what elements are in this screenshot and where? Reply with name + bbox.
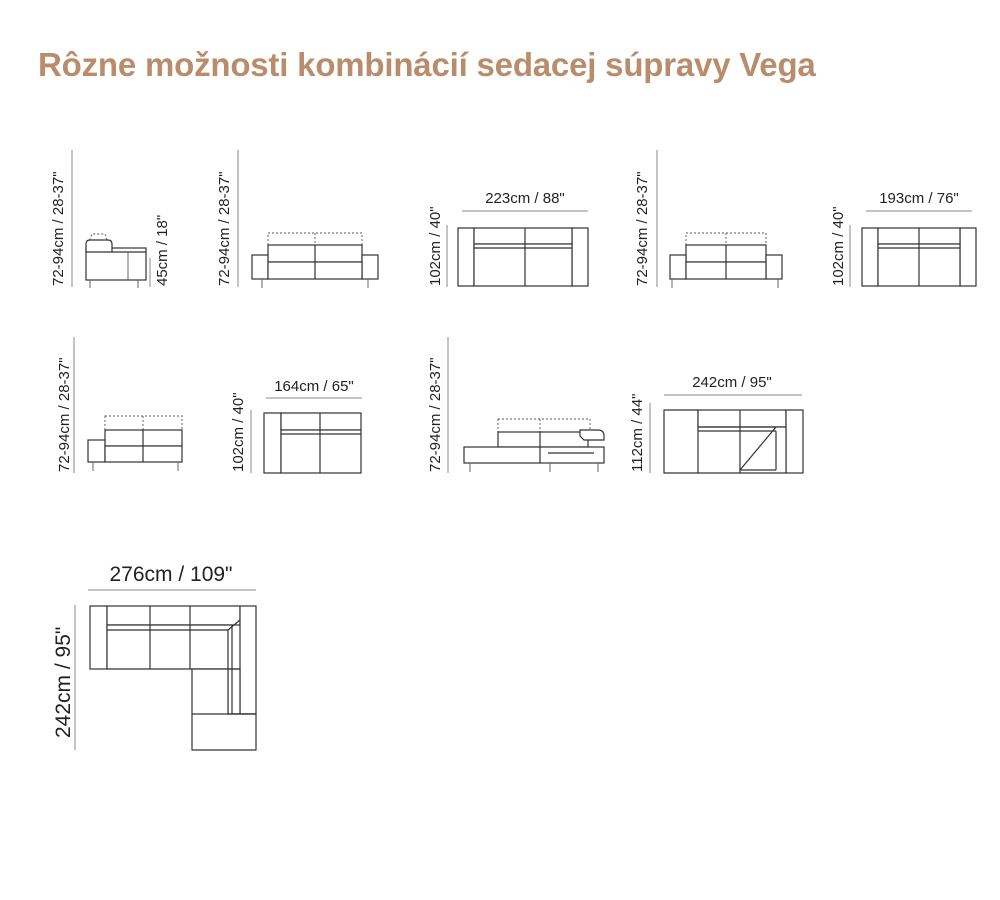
chaise-sofa-front-view: 72-94cm / 28-37" (427, 337, 605, 473)
sofa-193-front-view: 72-94cm / 28-37" (634, 150, 783, 288)
corner-sofa-top-view: 276cm / 109" 242cm / 95" (52, 563, 257, 751)
width-label: 242cm / 95" (692, 374, 772, 391)
depth-label: 102cm / 40" (830, 206, 847, 286)
height-label: 72-94cm / 28-37" (427, 357, 444, 472)
page-title: Rôzne možnosti kombinácií sedacej súprav… (38, 46, 816, 83)
depth-label: 102cm / 40" (427, 206, 444, 286)
seat-height-label: 45cm / 18" (154, 215, 171, 286)
height-label: 72-94cm / 28-37" (634, 171, 651, 286)
width-label: 223cm / 88" (485, 190, 565, 207)
width-label: 193cm / 76" (879, 190, 959, 207)
depth-label: 112cm / 44" (629, 394, 646, 472)
sofa-164-front-view: 72-94cm / 28-37" (56, 337, 183, 473)
width-label: 276cm / 109" (109, 563, 232, 586)
height-label: 72-94cm / 28-37" (216, 171, 233, 286)
sofa-223-front-view: 72-94cm / 28-37" (216, 150, 379, 288)
sofa-164-top-view: 102cm / 40" 164cm / 65" (230, 378, 362, 474)
sofa-223-top-view: 102cm / 40" 223cm / 88" (427, 190, 589, 287)
sofa-193-top-view: 102cm / 40" 193cm / 76" (830, 190, 977, 287)
height-label: 72-94cm / 28-37" (50, 171, 67, 286)
chaise-sofa-top-view: 112cm / 44" 242cm / 95" (629, 374, 804, 474)
single-seat-side-view: 72-94cm / 28-37" 45cm / 18" (50, 150, 171, 288)
height-label: 72-94cm / 28-37" (56, 357, 73, 472)
depth-label: 242cm / 95" (52, 627, 75, 738)
width-label: 164cm / 65" (274, 378, 354, 395)
depth-label: 102cm / 40" (230, 392, 247, 472)
